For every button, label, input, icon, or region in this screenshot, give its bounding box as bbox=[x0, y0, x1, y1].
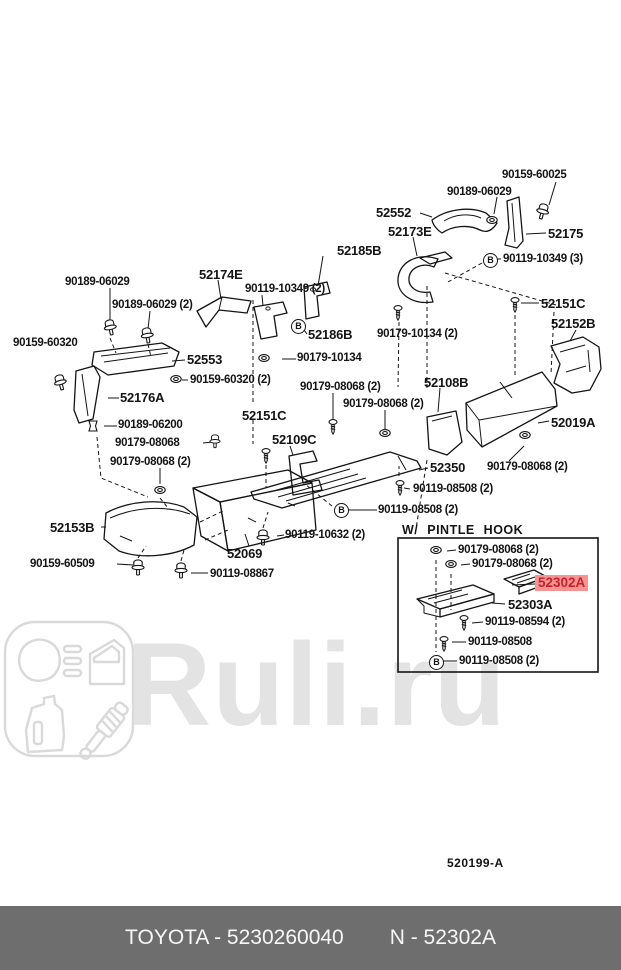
circled-b-icon: B bbox=[483, 253, 498, 268]
oil-canister-window bbox=[32, 720, 44, 746]
part-label-52552: 52552 bbox=[376, 205, 412, 220]
figure-code: 520199-A bbox=[447, 856, 504, 870]
leader-lines bbox=[101, 181, 577, 662]
fastener-label-90189-06029-2: 90189-06029 bbox=[65, 276, 130, 288]
car-door-icon bbox=[88, 638, 126, 686]
watermark-logo bbox=[3, 620, 135, 760]
headlight-icon bbox=[18, 638, 61, 682]
fastener-label-90119-08508: 90119-08508 bbox=[468, 636, 532, 648]
part-label-52151C-right: 52151C bbox=[541, 296, 586, 311]
fastener-label-90189-06200: 90189-06200 bbox=[118, 419, 183, 431]
part-label-52173E: 52173E bbox=[388, 224, 432, 239]
part-label-52108B: 52108B bbox=[424, 375, 469, 390]
fastener-label-90189-06029-x2: 90189-06029 (2) bbox=[112, 299, 193, 311]
pintle-hook-note: W/ PINTLE HOOK bbox=[402, 523, 524, 537]
fastener-label-90119-08508-2b: 90119-08508 (2) bbox=[378, 504, 458, 516]
headlight-beam-3 bbox=[62, 668, 83, 678]
shock-absorber-icon bbox=[79, 701, 129, 760]
fastener-label-90119-08508-2a: 90119-08508 (2) bbox=[413, 483, 493, 495]
circled-b-icon: B bbox=[291, 319, 306, 334]
highlighted-part-label-52302A[interactable]: 52302A bbox=[535, 575, 589, 591]
part-label-52151C-center: 52151C bbox=[242, 408, 287, 423]
part-label-52069: 52069 bbox=[227, 546, 263, 561]
fastener-label-90179-08068-2a: 90179-08068 (2) bbox=[300, 381, 381, 393]
parts-outlines bbox=[73, 196, 602, 618]
part-label-52185B: 52185B bbox=[337, 243, 382, 258]
fastener-label-90119-08594-2: 90119-08594 (2) bbox=[485, 616, 565, 628]
footer-part-code: N - 52302A bbox=[389, 926, 496, 949]
headlight-beam-1 bbox=[62, 644, 83, 654]
fastener-label-90119-08508-2c: 90119-08508 (2) bbox=[459, 655, 539, 667]
part-label-52153B: 52153B bbox=[50, 520, 95, 535]
fastener-label-90179-08068-2e: 90179-08068 (2) bbox=[458, 544, 539, 556]
fastener-label-90119-10632-2: 90119-10632 (2) bbox=[285, 529, 365, 541]
circled-b-icon: B bbox=[429, 655, 444, 670]
part-label-52350: 52350 bbox=[430, 460, 466, 475]
part-label-52553: 52553 bbox=[187, 352, 223, 367]
fastener-label-90159-60320: 90159-60320 bbox=[13, 337, 78, 349]
part-label-52176A: 52176A bbox=[120, 390, 165, 405]
fastener-label-90179-08068-2c: 90179-08068 (2) bbox=[110, 456, 191, 468]
fastener-label-90159-60025: 90159-60025 bbox=[502, 169, 567, 181]
fastener-label-90179-10134: 90179-10134 bbox=[297, 352, 362, 364]
fastener-label-90159-60509: 90159-60509 bbox=[30, 558, 95, 570]
part-label-52174E: 52174E bbox=[199, 267, 243, 282]
fastener-label-90179-08068: 90179-08068 bbox=[115, 437, 180, 449]
dashed-lines bbox=[96, 262, 557, 652]
headlight-beam-2 bbox=[62, 656, 83, 666]
fastener-label-90119-10349-3: 90119-10349 (3) bbox=[503, 253, 583, 265]
fastener-label-90119-10349-2: 90119-10349 (2) bbox=[245, 283, 325, 295]
part-label-52152B: 52152B bbox=[551, 316, 596, 331]
part-label-52109C: 52109C bbox=[272, 432, 317, 447]
fastener-label-90179-08068-2b: 90179-08068 (2) bbox=[343, 398, 424, 410]
part-label-52186B: 52186B bbox=[308, 327, 353, 342]
part-label-52303A: 52303A bbox=[508, 597, 553, 612]
footer-bar: TOYOTA - 5230260040 N - 52302A bbox=[0, 906, 621, 970]
fastener-label-90159-60320-2: 90159-60320 (2) bbox=[190, 374, 271, 386]
pintle-hook-box bbox=[397, 537, 599, 673]
footer-part-number: TOYOTA - 5230260040 bbox=[125, 926, 344, 949]
circled-b-icon: B bbox=[334, 503, 349, 518]
part-label-52019A: 52019A bbox=[551, 415, 596, 430]
fastener-label-90179-08068-2f: 90179-08068 (2) bbox=[472, 558, 553, 570]
fastener-label-90189-06029: 90189-06029 bbox=[447, 186, 512, 198]
oil-canister-icon bbox=[24, 694, 66, 754]
fastener-label-90179-10134-2: 90179-10134 (2) bbox=[377, 328, 458, 340]
fastener-label-90119-08867: 90119-08867 bbox=[210, 568, 274, 580]
part-label-52175: 52175 bbox=[548, 226, 584, 241]
logo-rounded-square bbox=[3, 620, 135, 758]
fastener-label-90179-08068-2d: 90179-08068 (2) bbox=[487, 461, 568, 473]
